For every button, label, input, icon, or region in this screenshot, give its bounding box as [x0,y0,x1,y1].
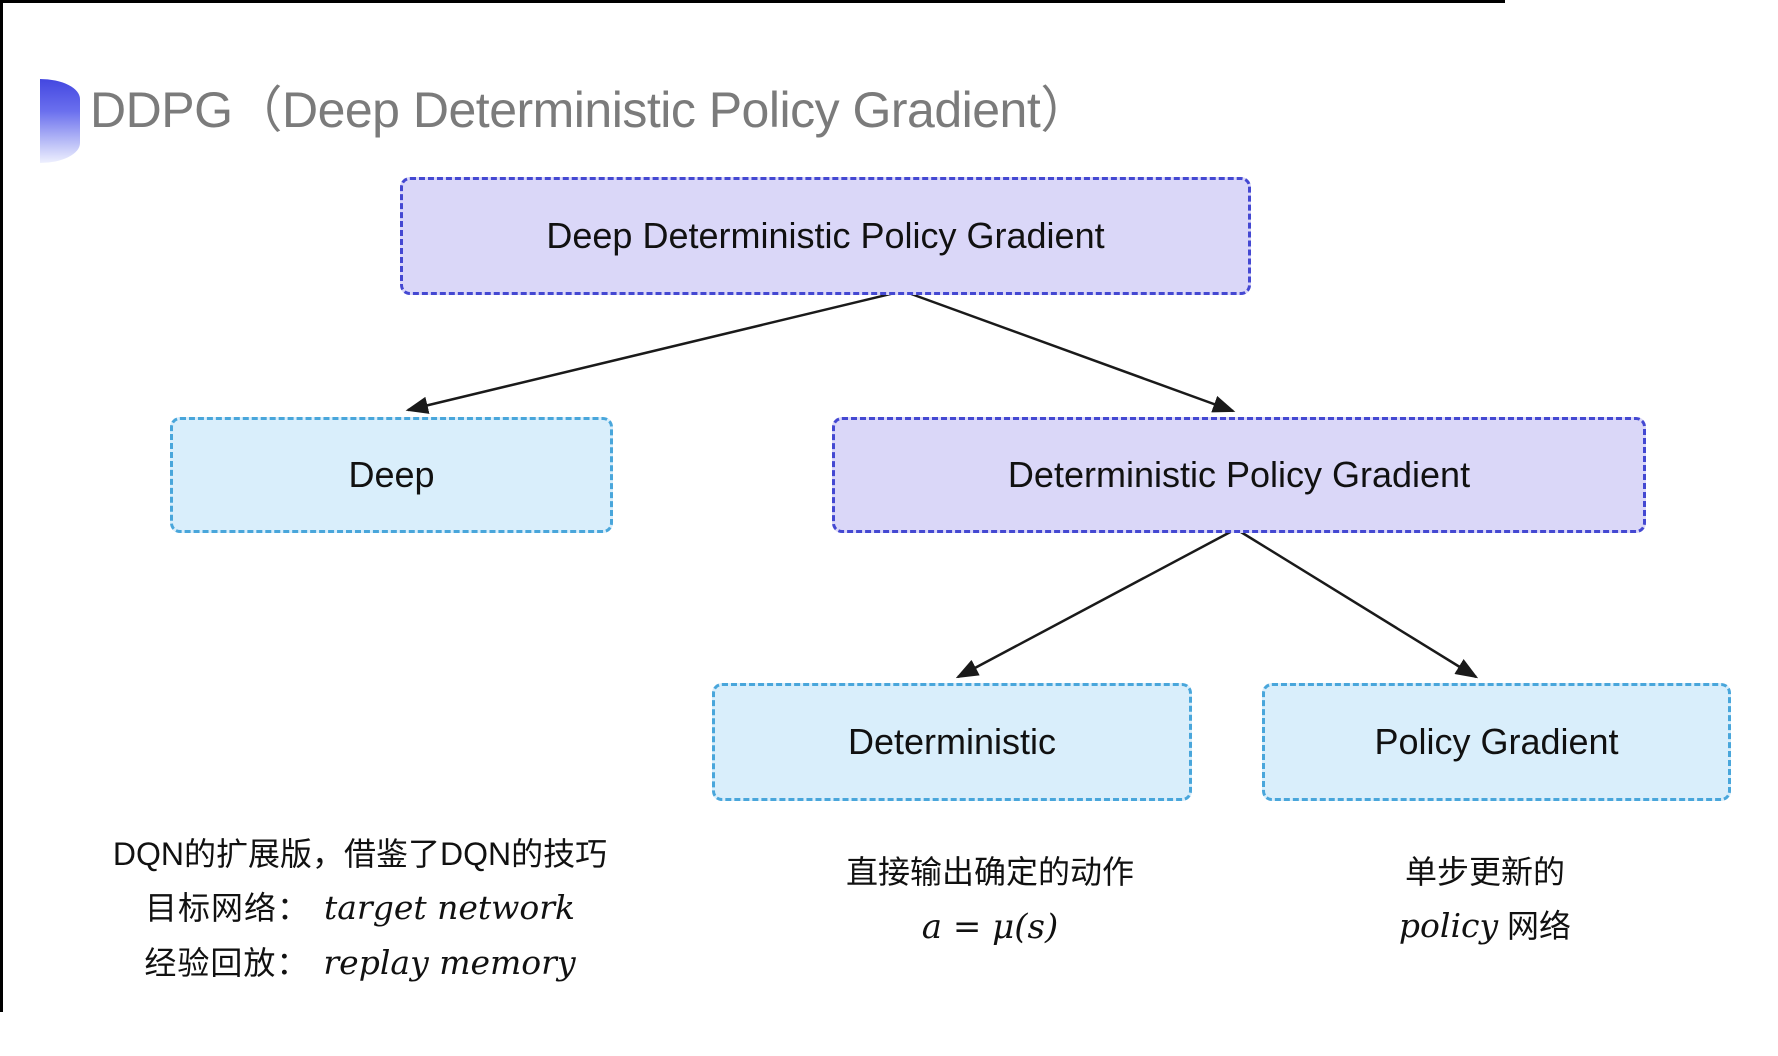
note-deep-target-term: target network [323,888,576,928]
note-deep-replay-label: 经验回放： [144,944,310,981]
node-deterministic: Deterministic [712,683,1192,801]
note-deep-line2: 目标网络： target network [110,881,610,936]
slide-title: DDPG（Deep Deterministic Policy Gradient） [90,82,1090,138]
note-deterministic: 直接输出确定的动作 a = μ(s) [790,846,1190,956]
node-deep: Deep [170,417,613,533]
note-policy-gradient: 单步更新的 policy 网络 [1320,846,1650,954]
note-policy-suffix: 网络 [1498,908,1572,945]
note-deep-line1: DQN的扩展版，借鉴了DQN的技巧 [112,836,608,872]
note-policy-term: policy [1398,906,1499,946]
title-bullet-icon [40,79,80,163]
node-policy-gradient: Policy Gradient [1262,683,1731,801]
arrow-dpg-to-deterministic [955,527,1237,679]
note-deep-replay-term: replay memory [323,942,576,982]
window-edge-left [0,0,3,1012]
note-policy-line1: 单步更新的 [1404,854,1565,890]
note-deep-target-label: 目标网络： [144,890,310,927]
arrow-root-to-dpg [902,289,1236,413]
note-deterministic-formula: a = μ(s) [921,907,1059,948]
note-deep: DQN的扩展版，借鉴了DQN的技巧 目标网络： target network 经验… [110,828,610,991]
node-deep-deterministic-policy-gradient: Deep Deterministic Policy Gradient [400,177,1251,295]
node-deterministic-policy-gradient: Deterministic Policy Gradient [832,417,1646,533]
note-deep-line3: 经验回放： replay memory [110,936,610,991]
arrow-root-to-deep [405,289,904,414]
arrow-dpg-to-policy-gradient [1235,527,1479,679]
note-deterministic-line1: 直接输出确定的动作 [845,854,1134,890]
window-edge-top [0,0,1505,3]
note-policy-line2: policy 网络 [1320,899,1650,954]
